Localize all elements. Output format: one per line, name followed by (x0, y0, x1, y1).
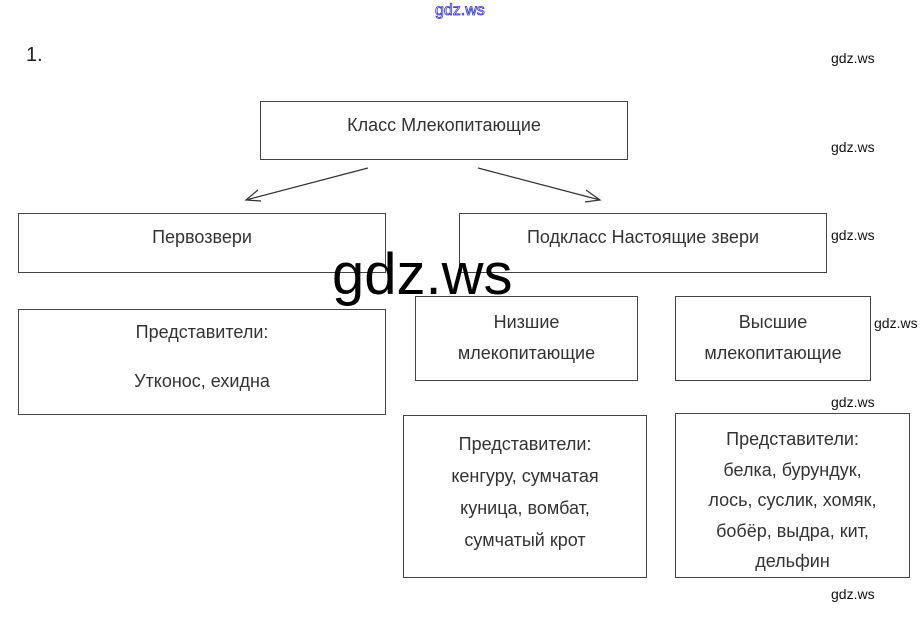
watermark: gdz.ws (831, 227, 875, 243)
rep-line: Представители: (458, 434, 592, 454)
lower-reps-box: Представители: кенгуру, сумчатая куница,… (403, 415, 647, 578)
theria-box: Подкласс Настоящие звери (459, 213, 827, 273)
rep-line: белка, бурундук, (723, 459, 862, 480)
rep-line: кенгуру, сумчатая (451, 466, 599, 486)
arrow-left (245, 167, 369, 201)
watermark: gdz.ws (831, 50, 875, 66)
watermark: gdz.ws (831, 139, 875, 155)
prototheria-label: Первозвери (152, 227, 252, 247)
rep-line: дельфин (755, 551, 830, 571)
task-number: 1. (26, 44, 43, 66)
arrowhead-left (244, 189, 262, 202)
lower-mammals-box: Низшие млекопитающие (415, 296, 638, 381)
rep-line: сумчатый крот (464, 530, 586, 550)
rep-line: лось, суслик, хомяк, (708, 490, 877, 510)
higher-title-line: млекопитающие (704, 343, 842, 363)
reps-list: Утконос, ехидна (134, 371, 270, 391)
watermark-large: gdz.ws (332, 242, 513, 307)
rep-line: куница, вомбат, (460, 498, 590, 518)
higher-title-line: Высшие (738, 312, 808, 332)
prototheria-reps-box: Представители: Утконос, ехидна (18, 309, 386, 415)
root-label: Класс Млекопитающие (347, 115, 541, 135)
watermark: gdz.ws (831, 586, 875, 602)
lower-title-line: млекопитающие (457, 343, 596, 363)
lower-title-line: Низшие (493, 312, 560, 332)
arrow-right (477, 167, 601, 201)
watermark-top: gdz.ws (435, 2, 486, 20)
arrowhead-right (584, 189, 602, 203)
higher-mammals-box: Высшие млекопитающие (675, 296, 871, 381)
root-box: Класс Млекопитающие (260, 101, 628, 160)
rep-line: бобёр, выдра, кит, (716, 520, 869, 541)
reps-label: Представители: (135, 322, 269, 342)
watermark: gdz.ws (831, 394, 875, 410)
prototheria-box: Первозвери (18, 213, 386, 273)
watermark: gdz.ws (874, 315, 918, 331)
rep-line: Представители: (726, 429, 859, 449)
theria-label: Подкласс Настоящие звери (526, 227, 760, 247)
higher-reps-box: Представители: белка, бурундук, лось, су… (675, 413, 910, 578)
